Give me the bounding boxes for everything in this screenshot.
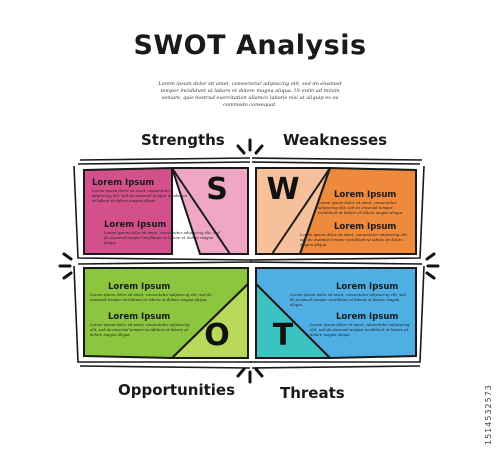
item-text: Lorem ipsum dolor sit amet, consectetur … [310,322,410,337]
item-text: Lorem ipsum dolor sit amet, consectetur … [90,292,212,302]
strengths-accent [170,167,249,255]
burst-right-icon [425,252,440,280]
weaknesses-top-frame [251,157,423,165]
opportunities-quadrant [73,261,253,369]
item-heading: Lorem Ipsum [334,190,397,200]
strengths-label: Strengths [141,131,225,149]
burst-top-icon [236,138,264,155]
weaknesses-quadrant [249,157,425,261]
item-heading: Lorem Ipsum [108,312,171,322]
weaknesses-panel [298,166,417,255]
weaknesses-divider [271,167,331,255]
threats-item: Lorem Ipsum Lorem ipsum dolor sit amet, … [310,312,410,337]
item-heading: Lorem Ipsum [334,222,397,232]
strengths-outer-frame [73,165,253,261]
item-text: Lorem ipsum dolor sit amet, consectetur … [318,200,404,215]
opportunities-item: Lorem Ipsum Lorem ipsum dolor sit amet, … [90,312,194,337]
opportunities-label: Opportunities [118,381,236,399]
letter-w: W [266,172,300,207]
strengths-quadrant [73,157,253,261]
burst-left-icon [58,252,73,280]
strengths-divider [171,167,231,255]
page-subtitle: Lorem ipsum dolor sit amet, consectetur … [158,81,342,108]
weaknesses-label: Weaknesses [283,131,388,149]
item-text: Lorem ipsum dolor sit amet, consectetur … [290,292,406,307]
opportunities-item: Lorem Ipsum Lorem ipsum dolor sit amet, … [90,282,218,303]
threats-accent [255,281,333,359]
opportunities-outer-frame [73,261,253,369]
threats-panel [255,267,417,360]
letter-o: O [204,318,230,353]
letter-s: S [206,172,228,207]
threats-label: Threats [280,384,345,402]
item-text: Lorem ipsum dolor sit amet, consectetur … [104,230,220,245]
item-heading: Lorem Ipsum [104,220,167,230]
watermark-id: 1514532573 [484,384,493,445]
threats-outer-frame [249,261,425,369]
threats-quadrant [249,261,425,369]
item-heading: Lorem Ipsum [336,282,399,292]
threats-item: Lorem Ipsum Lorem ipsum dolor sit amet, … [290,282,410,307]
item-text: Lorem ipsum dolor sit amet, consectetur … [300,232,408,247]
weaknesses-outer-frame [249,165,425,261]
item-text: Lorem ipsum dolor sit amet, consectetur … [92,188,188,203]
strengths-top-frame [77,157,251,165]
strengths-panel [83,166,173,255]
item-text: Lorem ipsum dolor sit amet, consectetur … [90,322,190,337]
page-title: SWOT Analysis [133,30,367,61]
weaknesses-item: Lorem Ipsum Lorem ipsum dolor sit amet, … [318,190,410,215]
strengths-item: Lorem Ipsum Lorem ipsum dolor sit amet, … [92,178,188,203]
strengths-item: Lorem Ipsum Lorem ipsum dolor sit amet, … [104,220,220,245]
item-heading: Lorem Ipsum [92,178,155,188]
weaknesses-item: Lorem Ipsum Lorem ipsum dolor sit amet, … [300,222,410,247]
letter-t: T [272,318,294,353]
item-heading: Lorem Ipsum [108,282,171,292]
item-heading: Lorem Ipsum [336,312,399,322]
opportunities-accent [169,281,249,359]
burst-bottom-icon [236,367,264,384]
